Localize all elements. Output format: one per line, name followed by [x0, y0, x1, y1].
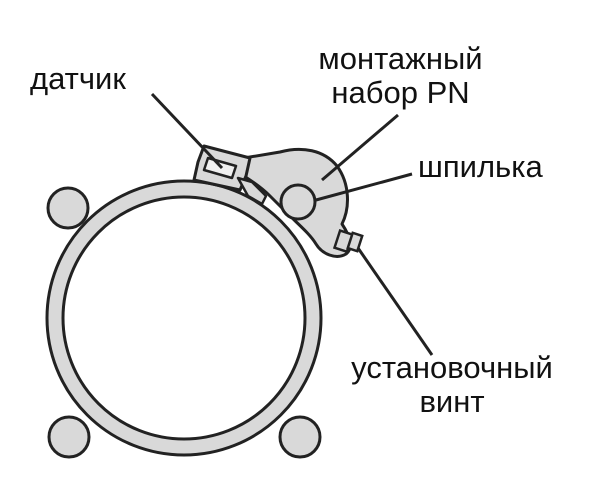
- corner-bolt-top-left: [46, 186, 90, 230]
- corner-bolt-bottom-left: [47, 415, 91, 459]
- pipe-inner-bore: [61, 195, 307, 441]
- label-set-screw-line1: установочный: [351, 350, 553, 385]
- label-stud: шпилька: [418, 149, 543, 184]
- leader-line-set-screw: [356, 247, 434, 356]
- stud-pin: [279, 183, 317, 221]
- label-mounting-kit-line1: монтажный: [318, 41, 483, 76]
- label-set-screw: установочный винт: [322, 351, 582, 419]
- set-screw: [332, 229, 364, 254]
- leader-line-stud: [315, 172, 413, 202]
- label-mounting-kit-line2: набор PN: [331, 75, 470, 110]
- label-mounting-kit: монтажный набор PN: [298, 42, 503, 110]
- leader-line-mounting-kit: [321, 113, 399, 182]
- leader-line-sensor: [150, 92, 224, 170]
- label-set-screw-line2: винт: [419, 384, 485, 419]
- label-sensor: датчик: [30, 61, 126, 96]
- corner-bolt-bottom-right: [278, 415, 322, 459]
